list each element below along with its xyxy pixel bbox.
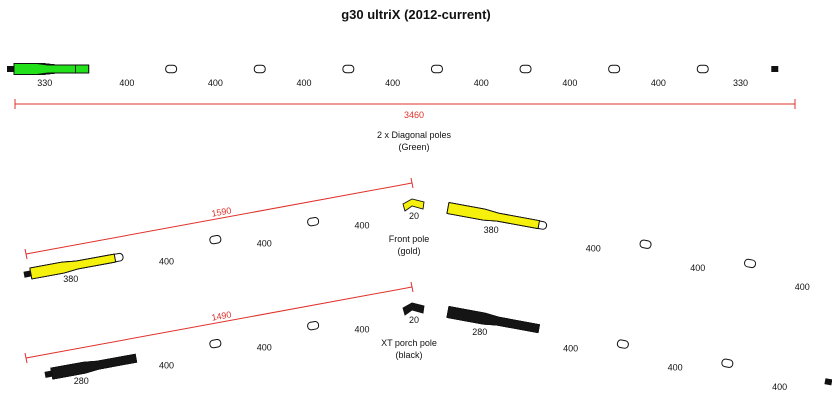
diagonal-pole-length-label: 330 [37, 78, 52, 88]
diagonal-pole-length-label: 400 [474, 78, 489, 88]
front-pole-apex-piece [402, 198, 425, 212]
xt-porch-pole-left-section [50, 353, 138, 380]
front-pole-apex-label: 20 [409, 211, 419, 221]
diagonal-pole-caption: 2 x Diagonal poles [377, 130, 452, 140]
diagonal-pole-connector [519, 64, 532, 74]
diagonal-pole-section-labels: 330 400 400 400 400 400 400 400 330 [37, 78, 748, 88]
xt-porch-pole-left-length-label: 400 [159, 361, 174, 371]
diagonal-pole-connector [608, 64, 621, 74]
diagonal-pole-length-label: 330 [733, 78, 748, 88]
diagonal-pole-total-dimension: 3460 [14, 99, 796, 120]
xt-porch-pole-left-end-tip-start [44, 370, 53, 378]
front-pole-caption: Front pole [389, 234, 430, 244]
front-pole-left-connector [209, 234, 222, 245]
diagonal-pole-section [13, 63, 76, 75]
xt-porch-pole-half-span-label: 1490 [211, 309, 233, 322]
xt-porch-pole-left-connector [307, 321, 320, 331]
diagram-title: g30 ultriX (2012-current) [341, 7, 491, 22]
diagonal-pole-connector [696, 64, 709, 74]
front-pole-right-section [446, 202, 540, 230]
front-pole-right-length-label: 400 [690, 263, 705, 273]
front-pole-left-end-tip-start [23, 270, 32, 278]
front-pole-left-length-label: 380 [63, 274, 78, 284]
xt-porch-pole-right-length-label: 400 [772, 382, 787, 392]
diagonal-pole-end-tip-start [7, 66, 14, 72]
front-pole-half-span-dimension: 1590 [24, 177, 414, 260]
front-pole-right-length-label: 400 [586, 244, 601, 254]
diagonal-pole-length-label: 400 [208, 78, 223, 88]
diagonal-pole-length-label: 400 [562, 78, 577, 88]
front-pole-right-length-label: 380 [484, 225, 499, 235]
xt-porch-pole-right-connector [616, 339, 629, 349]
diagonal-pole-connector [430, 64, 443, 74]
front-pole-left-length-label: 400 [257, 239, 272, 249]
front-pole-left-connector [307, 217, 320, 227]
front-pole-right-length-label: 400 [795, 282, 810, 292]
xt-porch-pole-right-length-label: 400 [668, 363, 683, 373]
front-pole-right-connector [744, 258, 757, 269]
diagonal-pole-length-label: 400 [651, 78, 666, 88]
xt-porch-pole-half-span-dimension: 1490 [24, 281, 414, 364]
diagonal-pole-end-tip-end [771, 66, 779, 72]
xt-porch-pole-right-end-tip-end [824, 378, 832, 386]
xt-porch-pole-right-length-label: 280 [472, 327, 487, 337]
diagonal-pole-color-caption: (Green) [398, 142, 429, 152]
xt-porch-pole-apex-piece [402, 302, 425, 316]
xt-porch-pole-right-connector [721, 358, 734, 368]
diagonal-pole-length-label: 400 [297, 78, 312, 88]
xt-porch-pole-left-length-label: 400 [257, 343, 272, 353]
diagonal-pole-connector [165, 64, 178, 74]
xt-porch-pole-drawing [44, 302, 832, 386]
xt-porch-pole-color-caption: (black) [395, 350, 422, 360]
xt-porch-pole-left-length-label: 280 [74, 376, 89, 386]
xt-porch-pole-left-connector [209, 338, 222, 349]
front-pole-left-length-label: 400 [354, 221, 369, 231]
diagonal-pole-connector [342, 64, 355, 74]
xt-porch-pole-section-labels: 280 400 400 400 280 400 400 400 [74, 325, 787, 392]
front-pole-half-span-label: 1590 [211, 205, 233, 218]
diagonal-pole-length-label: 400 [385, 78, 400, 88]
xt-porch-pole-right-length-label: 400 [563, 344, 578, 354]
front-pole-left-section [29, 253, 117, 280]
xt-porch-pole-apex-label: 20 [409, 315, 419, 325]
xt-porch-pole-caption: XT porch pole [381, 338, 437, 348]
front-pole-color-caption: (gold) [397, 246, 420, 256]
diagonal-pole-total-label: 3460 [404, 110, 424, 120]
diagonal-pole-length-label: 400 [119, 78, 134, 88]
xt-porch-pole-left-length-label: 400 [354, 325, 369, 335]
diagonal-pole-connector [253, 64, 266, 74]
front-pole-drawing [23, 198, 757, 280]
diagonal-pole-drawing [7, 63, 779, 75]
front-pole-section-labels: 380 400 400 400 380 400 400 400 [63, 221, 810, 292]
front-pole-right-connector [639, 239, 652, 249]
front-pole-left-length-label: 400 [159, 257, 174, 267]
xt-porch-pole-right-section [446, 306, 540, 334]
